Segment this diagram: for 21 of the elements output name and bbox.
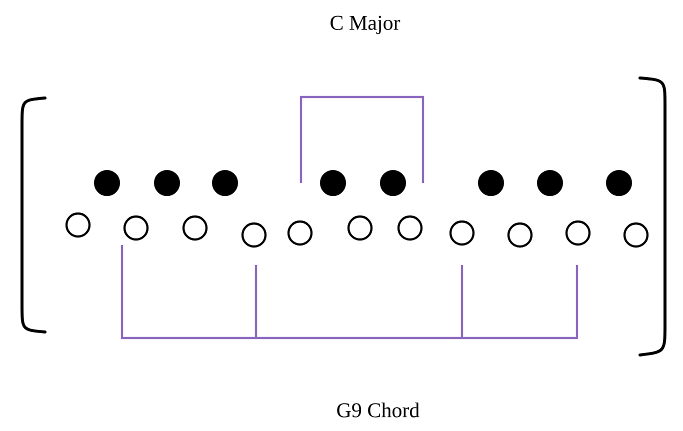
open-circle xyxy=(449,220,475,246)
open-circle xyxy=(623,222,649,248)
chord-label: G9 Chord xyxy=(337,402,420,418)
open-circle xyxy=(65,212,91,238)
open-circle xyxy=(182,215,208,241)
open-circle xyxy=(287,220,313,246)
open-circle xyxy=(123,215,149,241)
open-circle xyxy=(507,222,533,248)
open-circle xyxy=(347,215,373,241)
filled-circle xyxy=(94,170,120,196)
chord-label: C Major xyxy=(330,16,400,34)
filled-circle xyxy=(154,170,180,196)
open-circle xyxy=(397,215,423,241)
filled-circle xyxy=(212,170,238,196)
open-circle xyxy=(241,222,267,248)
filled-circle xyxy=(606,170,632,196)
filled-circle xyxy=(320,170,346,196)
filled-circle xyxy=(380,170,406,196)
filled-circle xyxy=(478,170,504,196)
filled-circle xyxy=(537,170,563,196)
open-circle xyxy=(565,220,591,246)
